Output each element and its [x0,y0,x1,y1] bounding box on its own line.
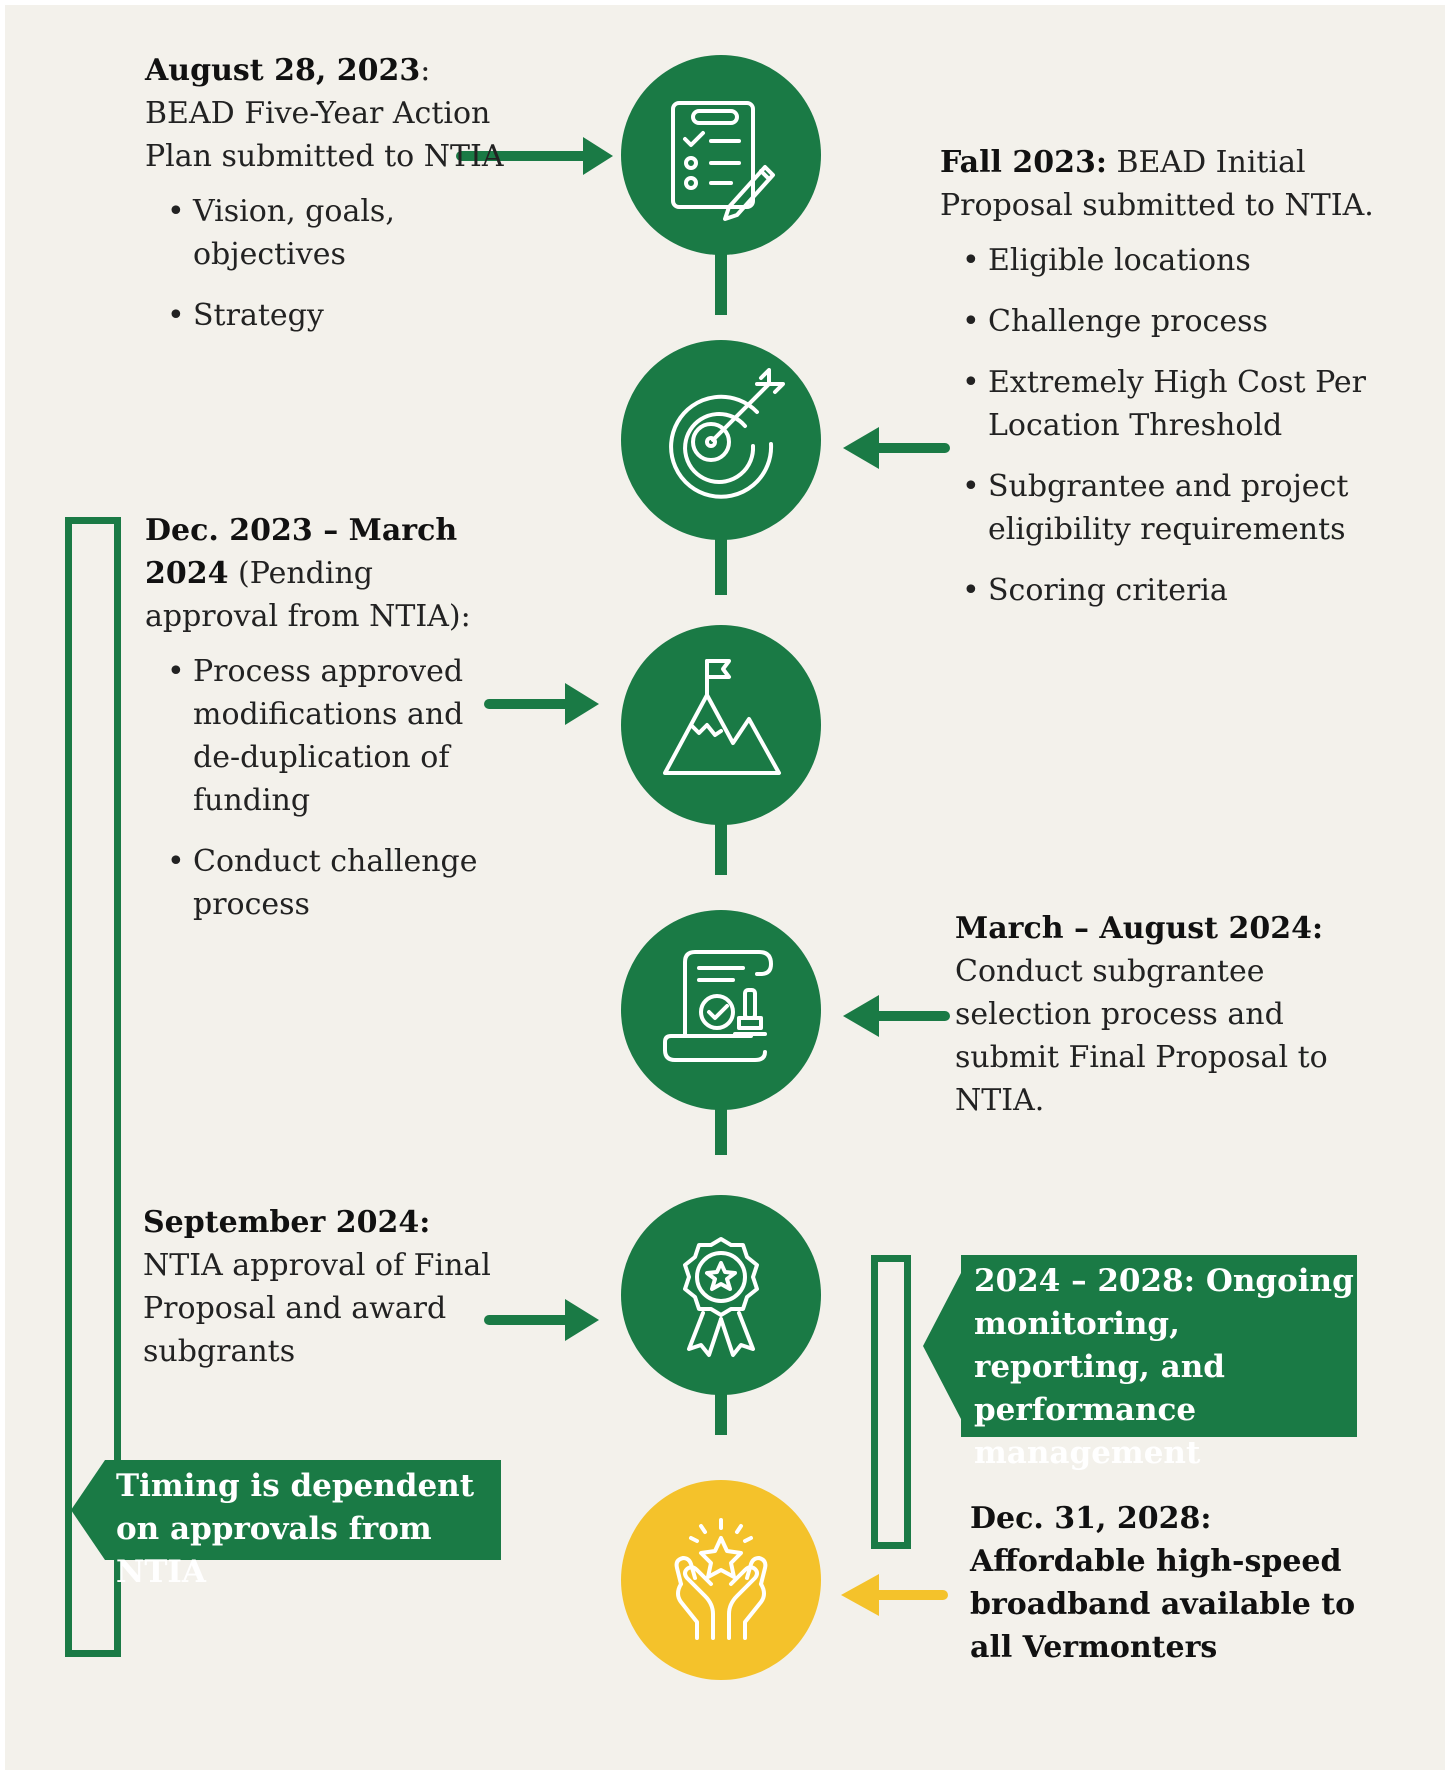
bullet-item: Challenge process [940,300,1380,343]
ongoing-bracket [871,1255,911,1549]
target-arrow-icon [669,368,785,499]
milestone-heading-4: March – August 2024: Conduct subgrantee … [955,911,1328,1118]
bullet-item: Conduct challenge process [145,840,485,926]
arrow-right-3 [484,683,599,725]
timing-callout-text: Timing is dependent on approvals from NT… [116,1468,475,1590]
bullet-item: Strategy [145,294,525,337]
ntia-approval-bracket [65,517,121,1657]
hands-star-icon [674,1518,768,1640]
arrow-left-6 [841,1574,948,1616]
arrow-right-1 [456,137,613,175]
arrow-right-5 [484,1299,599,1341]
milestone-text-5: September 2024: NTIA approval of Final P… [143,1201,503,1373]
milestone-circle-4 [621,910,821,1110]
milestone-circle-1 [621,55,821,255]
timeline-canvas: 2024 – 2028: Ongoing monitoring, reporti… [5,5,1445,1770]
bullet-item: Vision, goals, objectives [145,190,525,276]
milestone-text-3: Dec. 2023 – March 2024 (Pending approval… [145,509,485,944]
milestone-text-2: Fall 2023: BEAD Initial Proposal submitt… [940,141,1380,630]
milestone-circle-3 [621,625,821,825]
milestone-heading-5: September 2024: NTIA approval of Final P… [143,1205,491,1369]
milestone-circle-5 [621,1195,821,1395]
milestone-heading-2: Fall 2023: BEAD Initial Proposal submitt… [940,145,1374,223]
milestone-text-1: August 28, 2023: BEAD Five-Year Action P… [145,49,525,355]
timing-callout-shape [71,1460,501,1560]
bullet-item: Subgrantee and project eligibility requi… [940,465,1380,551]
milestone-bullets-1: Vision, goals, objectives Strategy [145,190,525,337]
bullet-item: Scoring criteria [940,569,1380,612]
ongoing-callout-shape [923,1255,1357,1437]
milestone-heading-6: Dec. 31, 2028: Affordable high-speed bro… [970,1501,1356,1665]
milestone-circle-6 [621,1480,821,1680]
bullet-item: Extremely High Cost Per Location Thresho… [940,361,1380,447]
milestone-bullets-3: Process approved modifications and de-du… [145,650,485,926]
arrow-left-2 [843,427,950,469]
checklist-pencil-icon [671,101,775,221]
award-ribbon-icon [683,1237,759,1357]
milestone-text-4: March – August 2024: Conduct subgrantee … [955,907,1355,1122]
ongoing-callout-text: 2024 – 2028: Ongoing monitoring, reporti… [974,1263,1354,1471]
arrow-left-4 [843,995,950,1037]
mountain-flag-icon [663,659,781,775]
milestone-heading-1: August 28, 2023: BEAD Five-Year Action P… [145,53,504,174]
bullet-item: Eligible locations [940,239,1380,282]
milestone-text-6: Dec. 31, 2028: Affordable high-speed bro… [970,1497,1370,1669]
milestone-bullets-2: Eligible locations Challenge process Ext… [940,239,1380,612]
bullet-item: Process approved modifications and de-du… [145,650,485,822]
milestone-heading-3: Dec. 2023 – March 2024 (Pending approval… [145,513,471,634]
scroll-stamp-icon [663,950,773,1062]
milestone-circle-2 [621,340,821,540]
